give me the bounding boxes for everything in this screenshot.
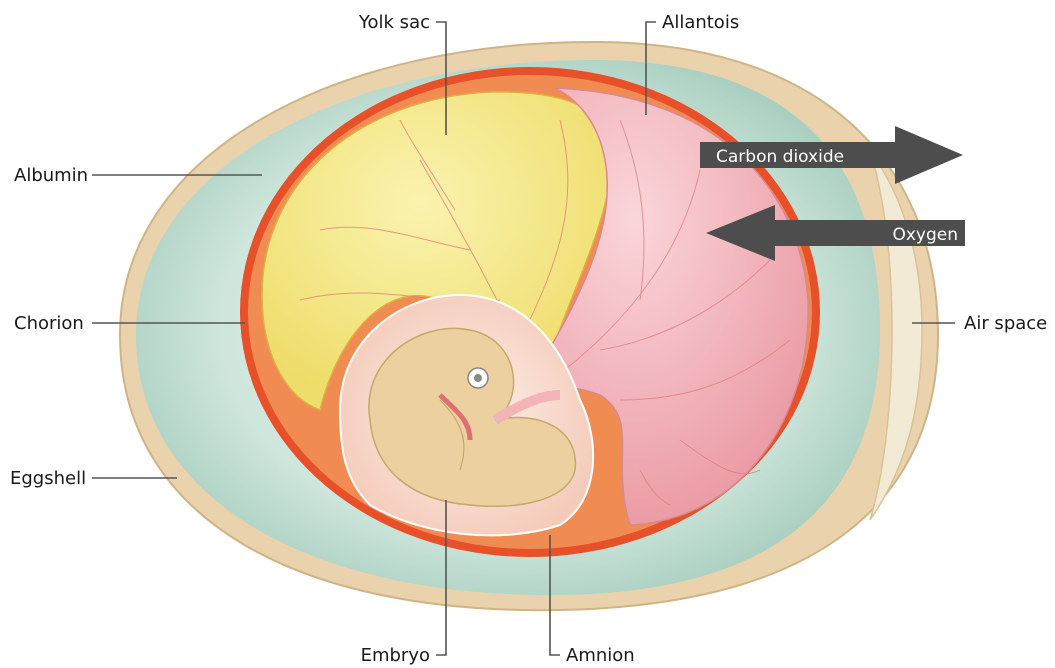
label-eggshell: Eggshell <box>10 468 86 489</box>
oxygen-arrow-label: Oxygen <box>892 225 958 245</box>
label-air-space: Air space <box>964 313 1047 334</box>
label-chorion: Chorion <box>14 313 84 334</box>
label-amnion: Amnion <box>566 645 635 666</box>
label-albumin: Albumin <box>14 165 88 186</box>
carbon-dioxide-arrow-label: Carbon dioxide <box>716 147 844 167</box>
label-yolk-sac: Yolk sac <box>358 12 430 33</box>
label-embryo: Embryo <box>361 645 430 666</box>
label-allantois: Allantois <box>662 12 739 33</box>
